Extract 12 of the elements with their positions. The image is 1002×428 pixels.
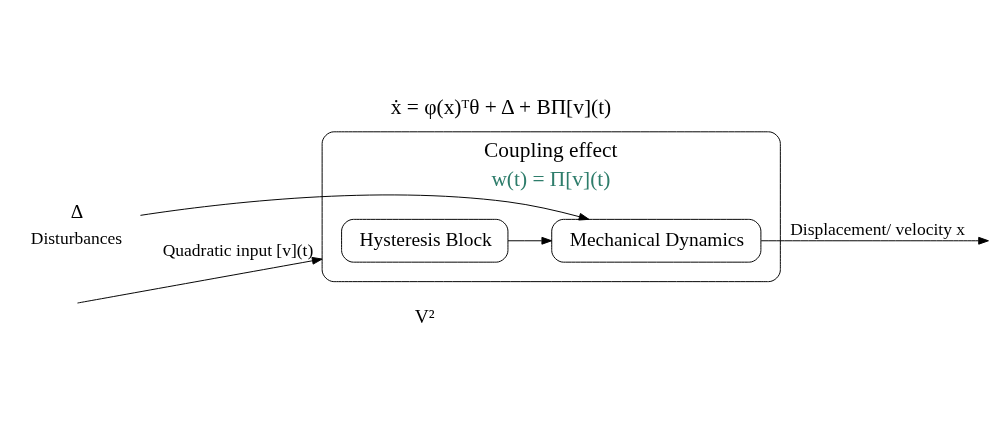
label: V² <box>414 305 435 327</box>
arrow <box>139 194 590 221</box>
edge-label: Displacement/ velocity x <box>790 218 966 239</box>
arrow <box>760 236 989 245</box>
node-text: Δ <box>70 200 84 222</box>
edge-label: Quadratic input [v](t) <box>162 239 314 260</box>
node-box: Hysteresis Block <box>341 218 509 263</box>
arrow <box>507 236 553 245</box>
node-box: Mechanical Dynamics <box>551 218 762 263</box>
arrow <box>77 256 323 303</box>
node-label: Disturbances <box>30 227 123 248</box>
diagram-title: ẋ = φ(x)ᵀθ + Δ + BΠ[v](t) <box>390 94 612 119</box>
